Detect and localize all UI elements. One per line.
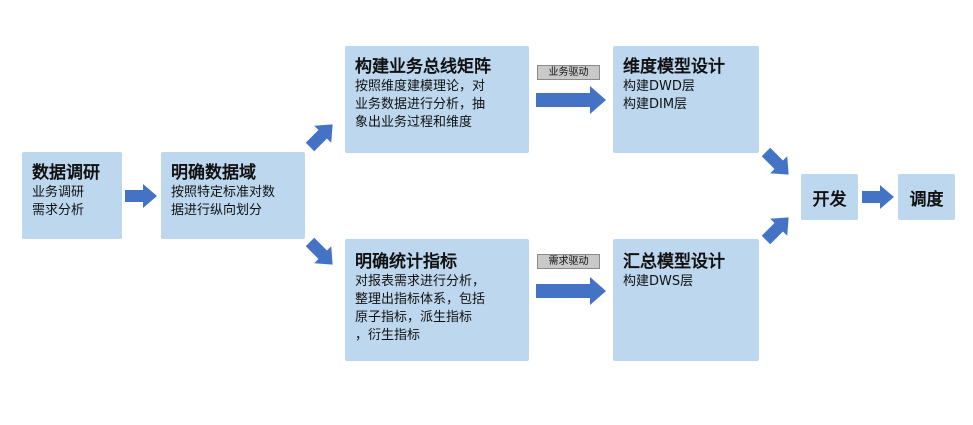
node-develop-title: 开发	[812, 189, 847, 210]
node-metrics: 明确统计指标 对报表需求进行分析， 整理出指标体系，包括 原子指标，派生指标 ，…	[345, 239, 529, 361]
node-dim-design-line: 构建DWD层	[623, 79, 695, 94]
arrow-develop-to-schedule	[862, 185, 894, 209]
node-bus-matrix-line: 业务数据进行分析，抽	[355, 97, 486, 112]
arrow-domain-to-bus-matrix	[301, 115, 342, 156]
arrow-dim-design-to-develop	[757, 143, 798, 184]
node-develop: 开发	[801, 174, 858, 220]
node-dim-design-title: 维度模型设计	[623, 57, 725, 77]
arrow-research-to-domain	[125, 184, 157, 208]
node-metrics-line: 对报表需求进行分析，	[355, 274, 486, 289]
node-metrics-line: ，衍生指标	[355, 328, 421, 343]
node-data-domain: 明确数据域 按照特定标准对数 据进行纵向划分	[161, 152, 305, 239]
node-data-domain-line: 据进行纵向划分	[171, 203, 263, 218]
arrow-domain-to-metrics	[301, 233, 342, 274]
node-metrics-title: 明确统计指标	[355, 252, 457, 272]
arrow-bus-matrix-to-dim-design	[536, 86, 606, 114]
node-data-domain-line: 按照特定标准对数	[171, 185, 276, 200]
node-bus-matrix-line: 按照维度建模理论，对	[355, 79, 486, 94]
node-data-research-line: 业务调研	[32, 185, 85, 200]
tag-demand-driven: 需求驱动	[537, 254, 600, 269]
node-dim-design-line: 构建DIM层	[623, 97, 688, 112]
node-bus-matrix: 构建业务总线矩阵 按照维度建模理论，对 业务数据进行分析，抽 象出业务过程和维度	[345, 46, 529, 153]
node-schedule: 调度	[898, 174, 955, 220]
arrow-summary-design-to-develop	[757, 208, 798, 249]
tag-business-driven: 业务驱动	[537, 65, 600, 80]
node-summary-design-line: 构建DWS层	[623, 274, 694, 289]
node-schedule-title: 调度	[909, 189, 944, 210]
node-data-domain-title: 明确数据域	[171, 163, 256, 183]
node-data-research-line: 需求分析	[32, 203, 85, 218]
arrow-metrics-to-summary-design	[536, 277, 606, 305]
node-metrics-line: 整理出指标体系，包括	[355, 292, 486, 307]
node-summary-design-title: 汇总模型设计	[623, 252, 725, 272]
node-data-research-title: 数据调研	[32, 163, 100, 183]
node-data-research: 数据调研 业务调研 需求分析	[22, 152, 122, 239]
node-summary-design: 汇总模型设计 构建DWS层	[613, 239, 759, 361]
node-bus-matrix-title: 构建业务总线矩阵	[355, 57, 491, 77]
node-metrics-line: 原子指标，派生指标	[355, 310, 473, 325]
node-dim-design: 维度模型设计 构建DWD层 构建DIM层	[613, 46, 759, 153]
node-bus-matrix-line: 象出业务过程和维度	[355, 115, 473, 130]
